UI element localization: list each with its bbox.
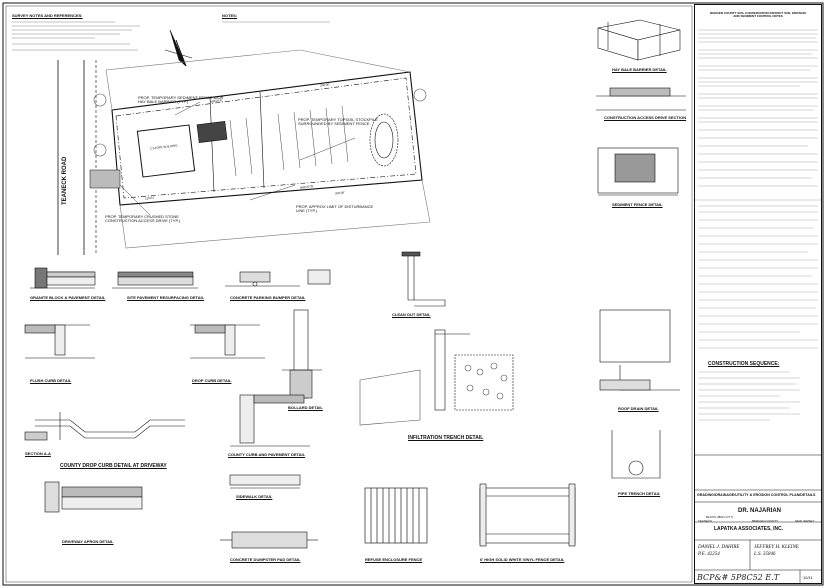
sediment-fence-label: PROP. TEMPORARY SEDIMENT FENCE &/OR HAY …: [138, 95, 224, 104]
infiltration-trench-detail-drawing: [359, 329, 514, 426]
crushed-stone-label: PROP. TEMPORARY CRUSHED STONE CONSTRUCTI…: [105, 214, 181, 223]
granite-block-title: GRANITE BLOCK & PAVEMENT DETAIL: [30, 295, 106, 300]
access-drive-title: CONSTRUCTION ACCESS DRIVE SECTION: [604, 115, 687, 120]
site-pavement-detail-drawing: [112, 271, 198, 289]
pipe-trench-title: PIPE TRENCH DETAIL: [618, 491, 661, 496]
notes-heading: NOTES:: [222, 13, 238, 18]
driveway-apron-drawing: [44, 481, 143, 513]
county-notes-lines: [698, 29, 818, 421]
client-name: DR. NAJARIAN: [738, 508, 782, 514]
clean-out-detail-drawing: [401, 251, 446, 307]
access-drive-drawing: [596, 87, 686, 111]
sidewalk-title: SIDEWALK DETAIL: [236, 494, 273, 499]
parking-bumper-title: CONCRETE PARKING BUMPER DETAIL: [230, 295, 306, 300]
engineer-left: DANIEL J. DAHIRE: [698, 545, 740, 550]
refuse-fence-title: REFUSE ENCLOSURE FENCE: [365, 557, 423, 562]
title-block-frame: [694, 199, 822, 584]
survey-notes-heading: SURVEY NOTES AND REFERENCES:: [12, 13, 83, 18]
pipe-trench-drawing: [611, 430, 661, 479]
county-drop-curb-title: COUNTY DROP CURB DETAIL AT DRIVEWAY: [60, 463, 167, 469]
drop-curb-title: DROP CURB DETAIL: [192, 378, 232, 383]
hay-bale-drawing: [597, 19, 681, 61]
roof-drain-drawing: [599, 309, 680, 391]
dumpster-pad-title: CONCRETE DUMPSTER PAD DETAIL: [230, 557, 301, 562]
roof-drain-title: ROOF DRAIN DETAIL: [618, 406, 659, 411]
limit-label: PROP. APPROX LIMIT OF DISTURBANCE LINE (…: [296, 204, 374, 213]
parking-bumper-detail-drawing: [225, 269, 331, 287]
sheet-title: GRADING/DRAINAGE/UTILITY & EROSION CONTR…: [697, 493, 816, 497]
handwritten-note: BCP&# 5P8C52 E.T: [697, 573, 780, 582]
engineer-left-pe: P.E. 42254: [698, 552, 720, 557]
granite-block-detail-drawing: [30, 267, 96, 289]
topsoil-label: PROP. TEMPORARY TOPSOIL STOCKPILE SURROU…: [298, 117, 378, 126]
sheet-number: 10/11: [803, 575, 813, 580]
engineer-right: JEFFREY H. KLEINE: [754, 545, 799, 550]
vinyl-fence-title: 6' HIGH SOLID WHITE VINYL FENCE DETAIL: [480, 557, 565, 562]
vinyl-fence-drawing: [479, 483, 576, 547]
county: BERGEN COUNTY: [752, 519, 779, 523]
driveway-apron-title: DRIVEWAY APRON DETAIL: [62, 539, 114, 544]
section-aa-title: SECTION A-A: [25, 451, 51, 456]
county-drop-curb-drawing: [35, 412, 185, 440]
refuse-fence-drawing: [364, 487, 428, 544]
bollard-detail-drawing: [282, 309, 322, 399]
dumpster-pad-drawing: [220, 531, 318, 549]
flush-curb-detail-drawing: [24, 324, 95, 359]
firm-name: LAPATKA ASSOCIATES, INC.: [714, 526, 784, 532]
site-pavement-title: SITE PAVEMENT RESURFACING DETAIL: [127, 295, 205, 300]
bollard-title: BOLLARD DETAIL: [288, 405, 323, 410]
infiltration-title: INFILTRATION TRENCH DETAIL: [408, 435, 484, 441]
sediment-fence-title: SEDIMENT FENCE DETAIL: [612, 202, 663, 207]
hay-bale-title: HAY BALE BARRIER DETAIL: [612, 67, 667, 72]
flush-curb-title: FLUSH CURB DETAIL: [30, 378, 72, 383]
county-curb-title: COUNTY CURB AND PAVEMENT DETAIL: [228, 452, 306, 457]
north-arrow-icon: [164, 29, 193, 67]
site-plan: [57, 49, 431, 255]
road-label: TEANECK ROAD: [62, 156, 68, 205]
block-lot: BLOCK 3802 LOT 5: [706, 515, 733, 519]
sequence-heading: CONSTRUCTION SEQUENCE:: [708, 361, 780, 367]
sediment-fence-drawing: [597, 147, 679, 196]
clean-out-title: CLEAN OUT DETAIL: [392, 312, 431, 317]
sidewalk-drawing: [229, 474, 301, 489]
survey-notes-lines: [12, 21, 330, 51]
section-aa-drawing: [24, 431, 48, 441]
state: NEW JERSEY: [795, 519, 815, 523]
drop-curb-detail-drawing: [190, 324, 265, 359]
engineer-right-ls: L.S. 35846: [754, 552, 776, 557]
county-curb-drawing: [230, 394, 310, 447]
title-block: [694, 4, 822, 584]
town: TEANECK: [698, 519, 713, 523]
county-notes-heading: BERGEN COUNTY SOIL CONSERVATION DISTRICT…: [710, 11, 806, 18]
